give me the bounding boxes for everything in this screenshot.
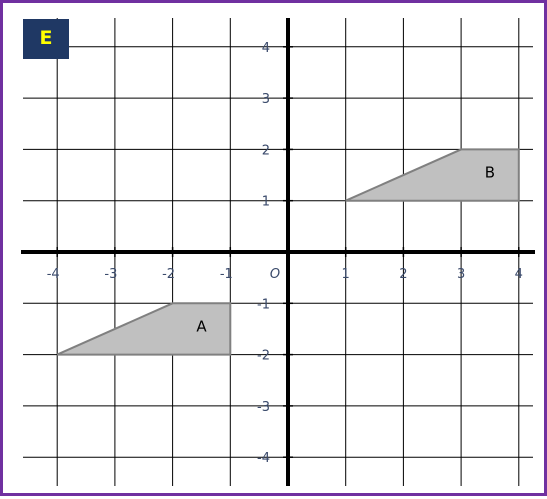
x-tick-label: 2 (399, 267, 407, 282)
x-tick-label: -3 (104, 267, 117, 282)
y-tick-label: 3 (262, 92, 270, 107)
y-tick-label: -3 (257, 400, 270, 415)
axis-layer (21, 18, 535, 486)
origin-label: O (270, 267, 280, 282)
y-tick-label: -4 (257, 451, 270, 466)
exercise-badge: E (23, 19, 69, 59)
x-tick-label: -2 (162, 267, 175, 282)
shape-b-label: B (485, 164, 495, 182)
y-tick-label: -1 (257, 297, 270, 312)
shape-b (345, 148, 520, 202)
x-tick-label: -1 (220, 267, 233, 282)
x-tick-label: 4 (515, 267, 523, 282)
x-tick-label: 1 (342, 267, 350, 282)
y-tick-label: 2 (262, 143, 270, 158)
label-layer: -4 -3 -2 -1 1 2 3 4 4 3 2 1 -1 -2 -3 -4 O (47, 41, 523, 466)
y-tick-label: 1 (262, 195, 270, 210)
shape-layer: AB (56, 148, 520, 356)
x-tick-label: -4 (47, 267, 60, 282)
y-tick-label: 4 (262, 41, 270, 56)
shape-a (56, 302, 232, 356)
x-tick-label: 3 (457, 267, 465, 282)
y-tick-label: -2 (257, 349, 270, 364)
shape-a-label: A (196, 318, 207, 336)
